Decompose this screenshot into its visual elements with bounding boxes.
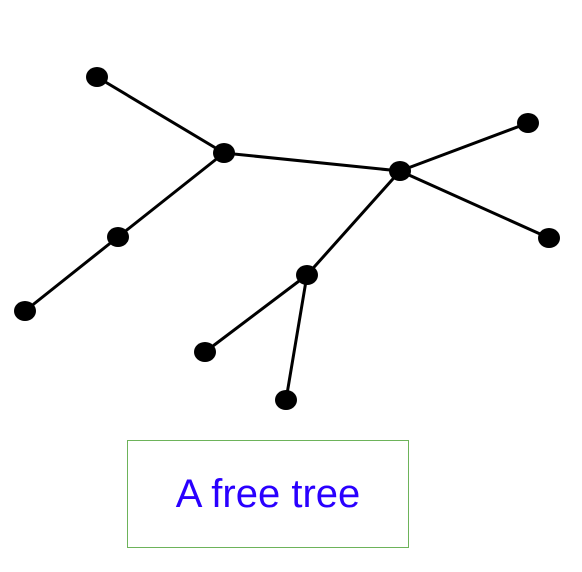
tree-node-n1 xyxy=(86,67,108,87)
tree-node-n6 xyxy=(517,113,539,133)
tree-node-n4 xyxy=(14,301,36,321)
caption-box: A free tree xyxy=(127,440,409,548)
tree-edge-n5-n7 xyxy=(398,169,551,240)
tree-node-n5 xyxy=(389,161,411,181)
caption-text: A free tree xyxy=(175,472,361,516)
tree-node-n2 xyxy=(213,143,235,163)
tree-edge-n2-n3 xyxy=(116,151,226,239)
tree-edge-n8-n10 xyxy=(284,273,309,402)
tree-edge-n5-n8 xyxy=(305,169,402,277)
tree-edge-n2-n5 xyxy=(222,151,402,173)
tree-edge-n8-n9 xyxy=(203,273,309,354)
tree-node-n8 xyxy=(296,265,318,285)
tree-edge-n3-n4 xyxy=(23,235,120,313)
tree-node-n9 xyxy=(194,342,216,362)
tree-edge-n5-n6 xyxy=(398,121,530,173)
tree-nodes xyxy=(14,67,560,410)
tree-edge-n1-n2 xyxy=(95,75,226,155)
tree-node-n7 xyxy=(538,228,560,248)
tree-edges xyxy=(23,75,551,402)
tree-node-n3 xyxy=(107,227,129,247)
tree-node-n10 xyxy=(275,390,297,410)
